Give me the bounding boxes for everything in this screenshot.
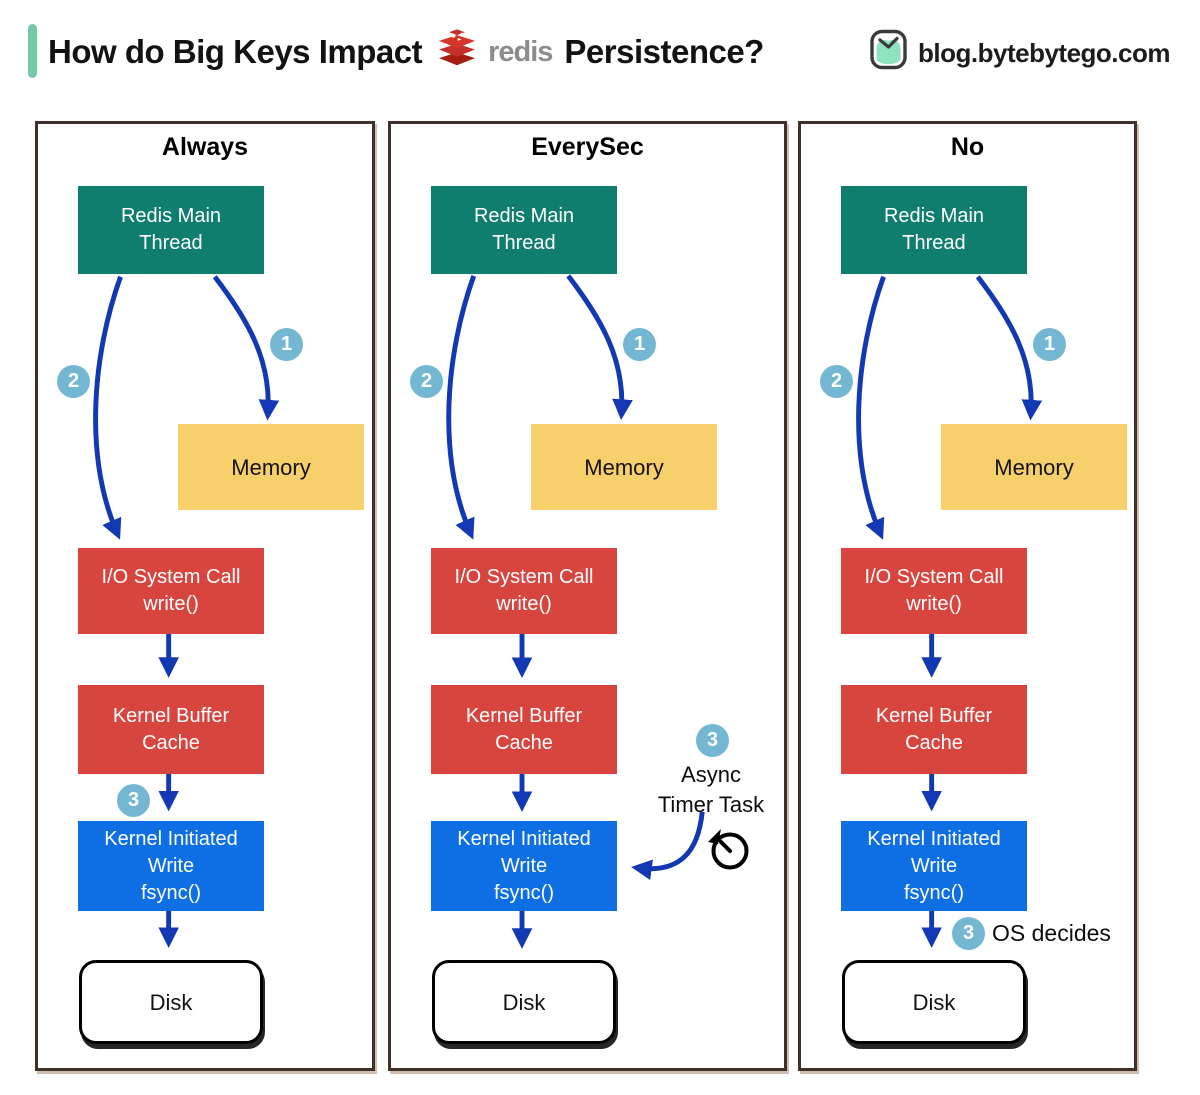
step-badge-1: 1 [1033, 328, 1066, 361]
timer-icon [705, 826, 751, 872]
step-badge-2: 2 [410, 365, 443, 398]
step-badge-3: 3 [952, 917, 985, 950]
panel-always: Always Redis Main Thread Memory I/O Syst… [35, 121, 375, 1071]
node-kernel-buffer-cache: Kernel Buffer Cache [841, 685, 1027, 774]
redis-wordmark: redis [488, 35, 553, 68]
node-kernel-buffer-cache: Kernel Buffer Cache [431, 685, 617, 774]
node-redis-main-thread: Redis Main Thread [841, 186, 1027, 274]
arrow-to-io-call [856, 275, 886, 540]
node-redis-main-thread: Redis Main Thread [78, 186, 264, 274]
node-kernel-buffer-cache: Kernel Buffer Cache [78, 685, 264, 774]
step-badge-1: 1 [623, 328, 656, 361]
node-io-system-call: I/O System Call write() [78, 548, 264, 634]
node-memory: Memory [941, 424, 1127, 510]
panel-title: No [950, 133, 985, 161]
node-memory: Memory [178, 424, 364, 510]
arrow-to-memory [566, 274, 633, 420]
panel-title: Always [161, 133, 249, 161]
header-accent-bar [28, 24, 37, 78]
arrow-to-memory [975, 275, 1043, 421]
step-badge-2: 2 [57, 365, 90, 398]
step-badge-3: 3 [696, 724, 729, 757]
os-decides-label: OS decides [992, 920, 1111, 946]
site-url: blog.bytebytego.com [918, 37, 1170, 68]
node-io-system-call: I/O System Call write() [431, 548, 617, 634]
panel-no: No Redis Main Thread Memory I/O System C… [798, 121, 1137, 1071]
site-attribution: blog.bytebytego.com [869, 28, 1170, 78]
arrow-to-io-call [446, 275, 477, 540]
step-badge-3: 3 [117, 784, 150, 817]
bytebytego-logo-icon [869, 29, 909, 78]
step-badge-2: 2 [820, 365, 853, 398]
node-disk: Disk [79, 960, 263, 1044]
redis-brand: redis [434, 25, 553, 79]
arrow-to-memory [212, 275, 280, 421]
arrow-timer-to-fsync [631, 811, 705, 881]
redis-logo-icon [434, 25, 480, 79]
node-kernel-initiated-write: Kernel Initiated Write fsync() [431, 821, 617, 911]
node-kernel-initiated-write: Kernel Initiated Write fsync() [78, 821, 264, 911]
node-disk: Disk [432, 960, 616, 1044]
step-badge-1: 1 [270, 328, 303, 361]
node-io-system-call: I/O System Call write() [841, 548, 1027, 634]
async-timer-task-label: Async Timer Task [657, 762, 765, 817]
page-title-part1: How do Big Keys Impact [48, 33, 423, 70]
node-kernel-initiated-write: Kernel Initiated Write fsync() [841, 821, 1027, 911]
panel-everysec: EverySec Redis Main Thread Memory I/O Sy… [388, 121, 787, 1071]
arrow-to-io-call [93, 275, 123, 540]
node-redis-main-thread: Redis Main Thread [431, 186, 617, 274]
panel-title: EverySec [531, 133, 644, 161]
page-title-part2: Persistence? [564, 33, 764, 70]
node-disk: Disk [842, 960, 1026, 1044]
page-title: How do Big Keys Impact redis Persistence… [48, 24, 764, 80]
node-memory: Memory [531, 424, 717, 510]
